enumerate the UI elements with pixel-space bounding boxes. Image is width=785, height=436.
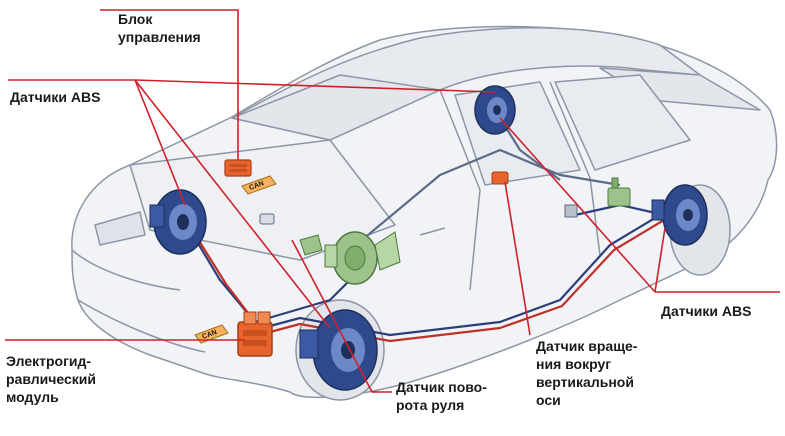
brake-pipe-red-main <box>254 219 665 343</box>
car-headlight <box>94 211 146 246</box>
leader-control-unit <box>100 9 239 160</box>
leader-lines <box>5 9 780 393</box>
car-side-window-rear <box>554 74 691 171</box>
label-yaw-sensor: Датчик враще- ния вокруг вертикальной ос… <box>536 338 638 408</box>
label-abs-sensors-left: Датчики ABS <box>10 89 101 105</box>
label-abs-sensors-right: Датчики ABS <box>661 303 752 319</box>
can-tag-top: CAN <box>241 175 277 195</box>
brake-pipe-top <box>349 148 621 251</box>
car-door-line-2 <box>549 81 601 256</box>
label-hydro-module: Электрогид- равлический модуль <box>6 353 96 405</box>
hydro-module-part <box>237 311 273 357</box>
leader-abs-right-to-rear-right <box>654 227 666 293</box>
brake-pipe-blue-main <box>254 214 661 337</box>
rear-valve-module <box>607 177 631 207</box>
car-door-handle <box>419 227 446 236</box>
leader-abs-left-to-rear <box>134 79 496 93</box>
label-control-unit: Блок управления <box>118 11 201 45</box>
leader-yaw <box>504 181 531 336</box>
brake-booster <box>299 231 401 285</box>
leader-abs-left-to-front <box>134 79 186 206</box>
yaw-sensor-module <box>491 171 509 185</box>
can-tag-bottom-text: CAN <box>201 329 218 341</box>
car-door-line-1 <box>439 89 481 291</box>
label-steering-sensor: Датчик пово- рота руля <box>396 379 487 413</box>
brake-disc-rear-right <box>651 184 708 246</box>
small-connector <box>259 213 275 225</box>
brake-disc-front-left <box>149 189 207 255</box>
control-unit-part <box>224 159 252 177</box>
rear-small-part <box>564 204 578 218</box>
can-tag-top-text: CAN <box>248 180 265 192</box>
brake-disc-rear-left <box>474 85 516 135</box>
leader-abs-left-to-right-front <box>134 79 331 329</box>
leader-steering <box>291 239 392 393</box>
car-front-bumper <box>71 249 206 353</box>
leader-abs-right-to-rear-left <box>499 117 656 293</box>
